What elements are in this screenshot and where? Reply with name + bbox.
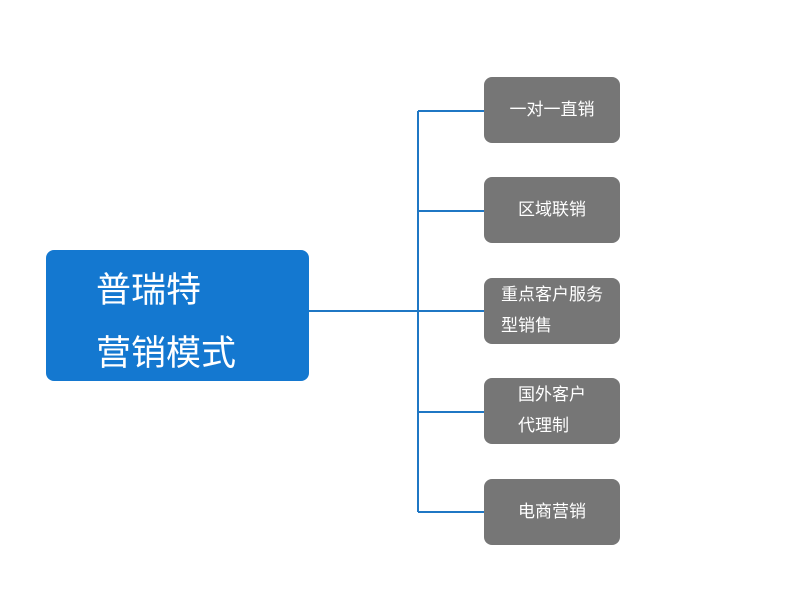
root-node: 普瑞特 营销模式 bbox=[46, 250, 309, 381]
child-node-regional-joint-sales: 区域联销 bbox=[484, 177, 620, 243]
child-label-line-1: 国外客户 bbox=[518, 385, 586, 405]
child-label: 国外客户 代理制 bbox=[518, 380, 586, 442]
child-label-line-1: 重点客户服务 bbox=[501, 285, 603, 305]
child-node-e-commerce-marketing: 电商营销 bbox=[484, 479, 620, 545]
root-title-line-1: 普瑞特 bbox=[96, 271, 202, 311]
child-label: 电商营销 bbox=[518, 497, 586, 528]
child-label-line: 一对一直销 bbox=[509, 99, 595, 120]
root-title-line-2: 营销模式 bbox=[96, 334, 237, 374]
child-label: 一对一直销 bbox=[510, 95, 595, 126]
child-label-line-2: 型销售 bbox=[501, 316, 552, 336]
child-label: 区域联销 bbox=[518, 195, 586, 226]
child-label-line: 电商营销 bbox=[518, 501, 586, 522]
child-node-key-account-service-sales: 重点客户服务 型销售 bbox=[484, 278, 620, 344]
child-label-line-2: 代理制 bbox=[518, 416, 569, 436]
child-node-one-to-one-direct-sales: 一对一直销 bbox=[484, 77, 620, 143]
child-label: 重点客户服务 型销售 bbox=[501, 280, 603, 342]
child-label-line: 区域联销 bbox=[518, 199, 586, 220]
child-node-foreign-agent-system: 国外客户 代理制 bbox=[484, 378, 620, 444]
